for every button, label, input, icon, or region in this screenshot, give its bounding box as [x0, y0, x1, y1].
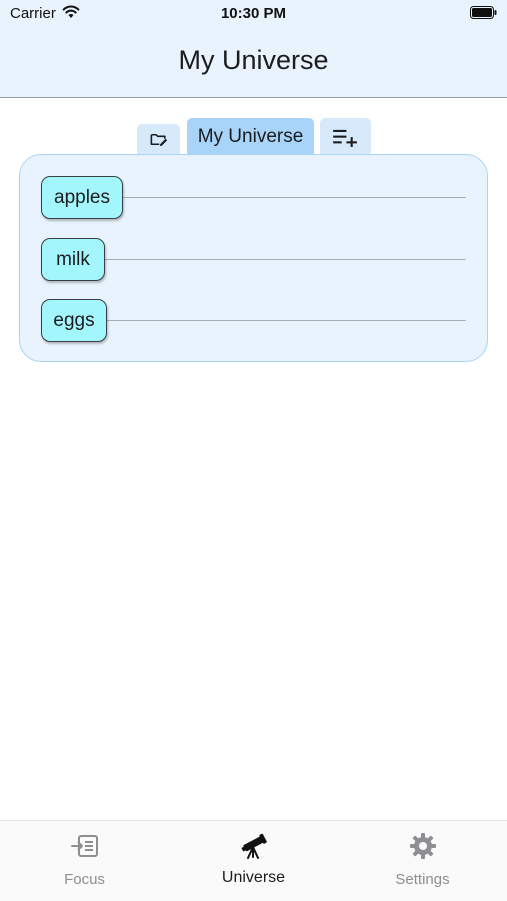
item-connector-line	[106, 320, 466, 321]
universe-panel: apples milk eggs	[19, 154, 488, 362]
nav-header: My Universe	[0, 26, 507, 98]
tab-bar: Focus Universe Settings	[0, 820, 507, 901]
tabbar-item-focus[interactable]: Focus	[0, 821, 169, 901]
telescope-icon	[241, 833, 267, 859]
wifi-icon	[62, 5, 80, 18]
folder-edit-icon	[150, 133, 168, 146]
battery-icon	[470, 6, 497, 19]
tabbar-label-focus: Focus	[64, 871, 105, 888]
gear-icon	[410, 833, 436, 859]
focus-list-icon	[71, 835, 98, 857]
tabbar-label-settings: Settings	[395, 871, 450, 888]
tab-my-universe-label: My Universe	[197, 126, 304, 147]
tab-my-universe[interactable]: My Universe	[187, 118, 314, 155]
item-connector-line	[104, 259, 466, 260]
page-title: My Universe	[178, 45, 329, 75]
tab-add-item[interactable]	[320, 118, 371, 155]
item-chip-eggs[interactable]: eggs	[41, 299, 107, 342]
tab-folder-edit[interactable]	[137, 124, 180, 155]
tabbar-item-universe[interactable]: Universe	[169, 821, 338, 901]
tabbar-label-universe: Universe	[221, 869, 286, 886]
status-time: 10:30 PM	[220, 5, 287, 22]
tabbar-item-settings[interactable]: Settings	[338, 821, 507, 901]
item-chip-apples[interactable]: apples	[41, 176, 123, 219]
item-connector-line	[120, 197, 466, 198]
status-bar: Carrier 10:30 PM	[0, 0, 507, 26]
carrier-label: Carrier	[10, 5, 56, 22]
playlist-add-icon	[333, 129, 357, 147]
item-chip-milk[interactable]: milk	[41, 238, 105, 281]
